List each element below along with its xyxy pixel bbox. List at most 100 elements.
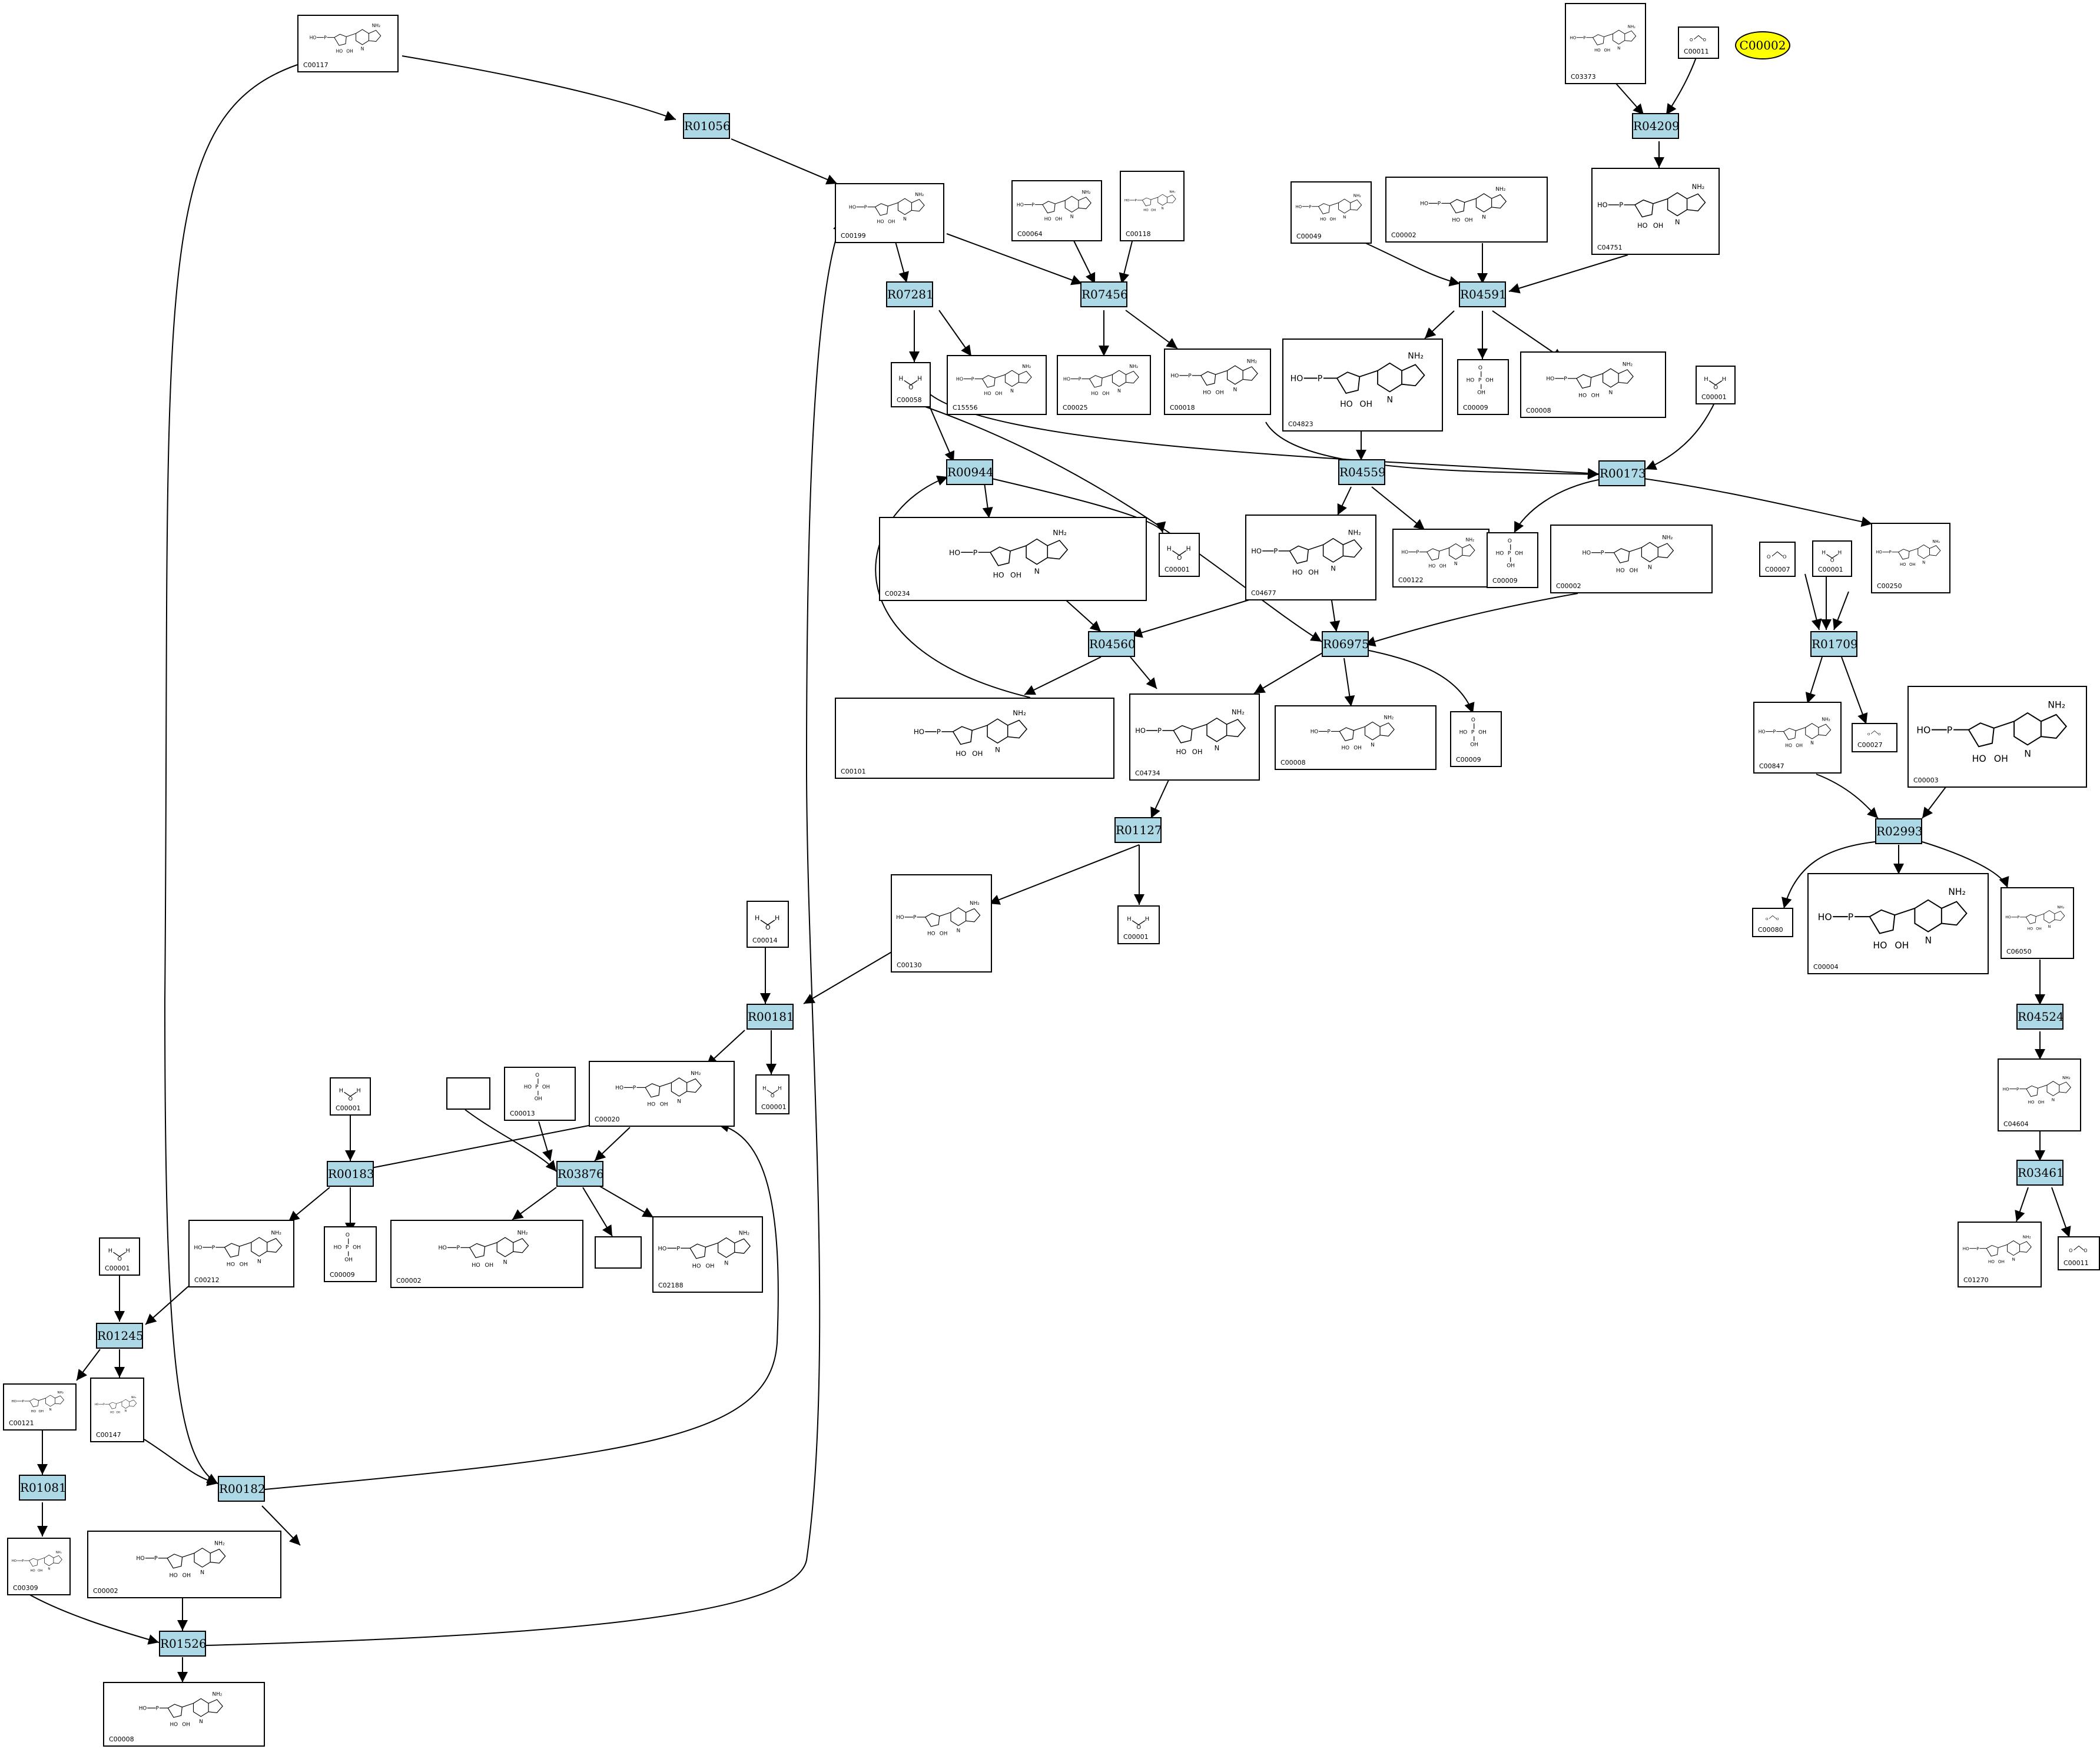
- reaction-node-r01245[interactable]: R01245: [96, 1323, 144, 1349]
- reaction-node-r03876[interactable]: R03876: [556, 1161, 604, 1187]
- svg-text:OH: OH: [1151, 209, 1156, 213]
- svg-text:N: N: [1482, 215, 1486, 221]
- svg-text:OH: OH: [1055, 217, 1062, 222]
- reaction-node-r02993[interactable]: R02993: [1875, 818, 1923, 844]
- reaction-node-r03461[interactable]: R03461: [2016, 1160, 2064, 1186]
- reaction-node-r04209[interactable]: R04209: [1632, 113, 1680, 139]
- reaction-node-r04591[interactable]: R04591: [1459, 281, 1507, 307]
- svg-text:HO: HO: [1873, 940, 1887, 951]
- reaction-node-r04560[interactable]: R04560: [1088, 631, 1136, 657]
- reaction-node-r00181[interactable]: R00181: [747, 1004, 794, 1030]
- reaction-node-r00182[interactable]: R00182: [218, 1476, 266, 1502]
- svg-text:OH: OH: [995, 391, 1002, 396]
- reaction-node-r00944[interactable]: R00944: [946, 459, 994, 485]
- svg-text:P: P: [103, 1403, 105, 1406]
- compound-label: C00001: [761, 1103, 787, 1111]
- reaction-node-r04524[interactable]: R04524: [2016, 1004, 2064, 1030]
- compound-label: C00101: [841, 768, 866, 775]
- svg-text:O: O: [1471, 717, 1475, 723]
- svg-text:NH₂: NH₂: [915, 192, 924, 197]
- svg-text:O: O: [771, 1093, 775, 1098]
- reaction-node-r01127[interactable]: R01127: [1114, 817, 1162, 843]
- reaction-node-r06975[interactable]: R06975: [1322, 631, 1369, 657]
- svg-text:P: P: [1508, 551, 1511, 557]
- compound-label: C00001: [1123, 933, 1149, 941]
- reaction-node-r04559[interactable]: R04559: [1338, 459, 1386, 485]
- compound-node-blank2[interactable]: [595, 1236, 642, 1269]
- svg-text:HO: HO: [1292, 568, 1303, 576]
- reaction-node-r01056[interactable]: R01056: [683, 113, 731, 139]
- reaction-node-r01709[interactable]: R01709: [1810, 631, 1858, 657]
- reaction-node-r07456[interactable]: R07456: [1080, 281, 1128, 307]
- compound-node-blank1[interactable]: [446, 1077, 490, 1110]
- highlight-node-c00002[interactable]: C00002: [1735, 31, 1790, 59]
- svg-text:HO: HO: [12, 1559, 16, 1563]
- reaction-node-r00173[interactable]: R00173: [1598, 460, 1646, 486]
- reaction-node-r01081[interactable]: R01081: [19, 1475, 67, 1501]
- reaction-node-r01526[interactable]: R01526: [159, 1631, 207, 1657]
- reaction-node-r00183[interactable]: R00183: [327, 1161, 374, 1187]
- svg-text:N: N: [1070, 214, 1074, 219]
- reaction-node-r07281[interactable]: R07281: [886, 281, 934, 307]
